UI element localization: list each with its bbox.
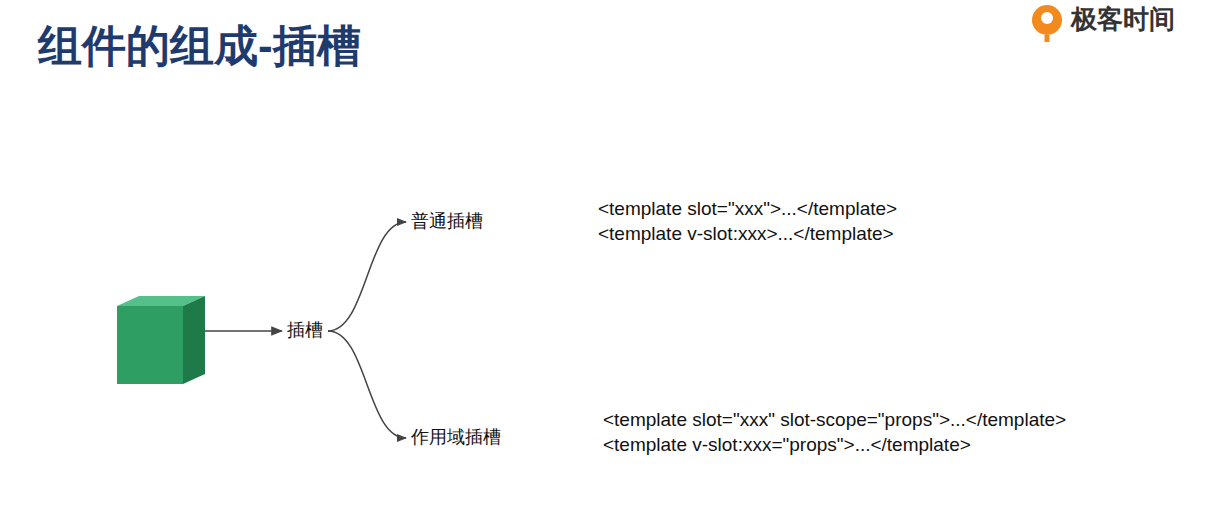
code-line: <template v-slot:xxx>...</template> [598,223,894,246]
logo-text: 极客时间 [1071,5,1175,34]
branch-connector [328,222,406,331]
node-text: 作用域插槽 [411,427,501,449]
cube-arrow [205,330,282,332]
branch-label: 普通插槽 [408,209,486,235]
branch-label: 作用域插槽 [408,425,504,451]
branch-connector [328,331,406,438]
code-line: <template v-slot:xxx="props">...</templa… [603,434,971,457]
node-text: 普通插槽 [411,211,483,233]
code-line: <template slot="xxx">...</template> [598,198,897,221]
code-line: <template slot="xxx" slot-scope="props">… [603,409,1066,432]
green-cube [117,296,205,384]
branch-label: 插槽 [284,318,326,344]
logo-icon [1032,5,1062,42]
page-title: 组件的组成-插槽 [38,22,361,70]
node-text: 插槽 [287,320,323,342]
